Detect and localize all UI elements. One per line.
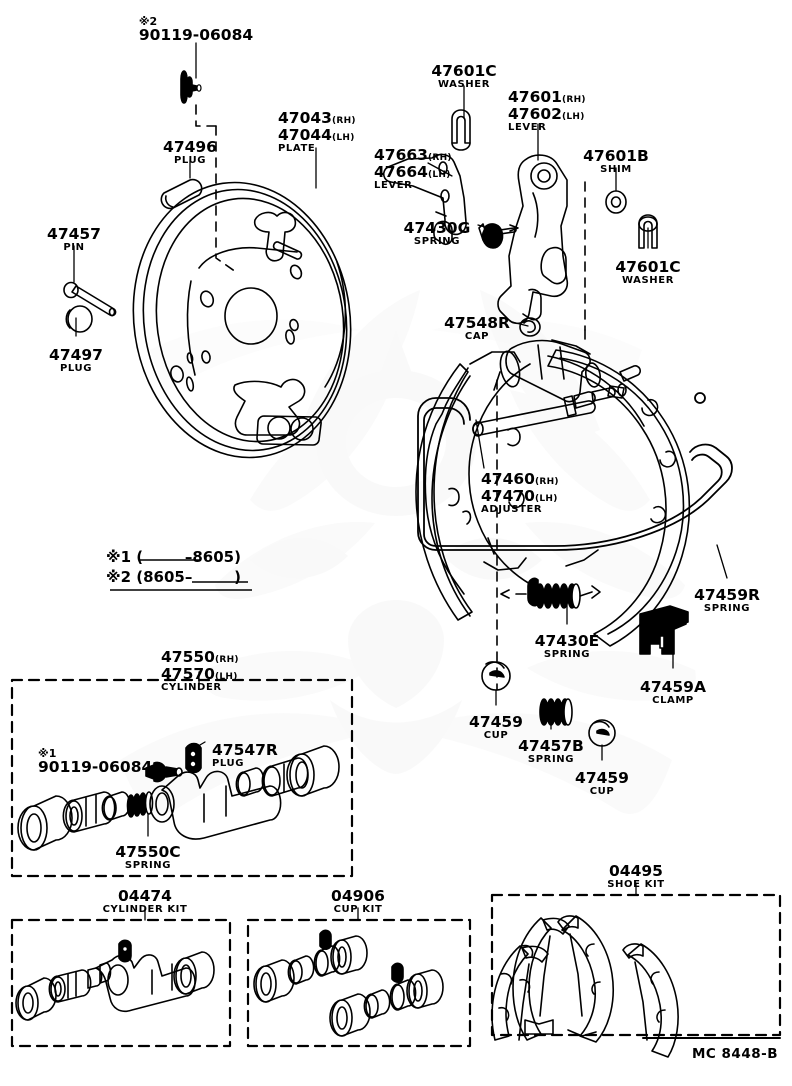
part-name: PLUG bbox=[212, 757, 245, 769]
part-number: 47457 bbox=[47, 225, 101, 243]
part-number: 47043 bbox=[278, 109, 332, 127]
part-number: 47550 bbox=[161, 648, 215, 666]
note-line-1: ※1 ( –8605) bbox=[106, 548, 241, 566]
part-label-47430E: 47430E SPRING bbox=[535, 633, 600, 660]
part-suffix-alt: (LH) bbox=[214, 671, 238, 682]
part-number-alt: 47470 bbox=[481, 486, 535, 505]
part-label-47601C-upper: 47601C WASHER bbox=[431, 63, 496, 90]
part-number: 47548R bbox=[444, 314, 510, 332]
part-name: CAP bbox=[464, 330, 490, 342]
part-label-90119-06084-box: ※1 90119-06084 bbox=[38, 748, 152, 776]
part-number: 47459R bbox=[694, 586, 760, 604]
part-label-47497: 47497 PLUG bbox=[49, 347, 103, 374]
kit-label-04474: 04474 CYLINDER KIT bbox=[103, 888, 188, 915]
part-suffix-alt: (LH) bbox=[427, 169, 451, 180]
part-name: SHIM bbox=[600, 163, 632, 175]
part-name: PLUG bbox=[173, 154, 207, 166]
part-number: 47663 bbox=[374, 146, 428, 164]
note-marker-2: ※2 bbox=[138, 15, 158, 28]
part-number: 47457B bbox=[518, 737, 584, 755]
part-number: 47459A bbox=[640, 678, 706, 696]
part-number-alt: 47570 bbox=[161, 664, 215, 683]
part-label-47043-47044: 47043(RH) 47044(LH) PLATE bbox=[278, 110, 356, 154]
part-suffix: (RH) bbox=[561, 95, 586, 105]
part-name: ADJUSTER bbox=[481, 503, 543, 515]
part-label-47459-cup-right: 47459 CUP bbox=[575, 770, 629, 797]
part-number-alt: 47044 bbox=[278, 125, 332, 144]
part-name: CYLINDER bbox=[161, 681, 222, 693]
part-suffix-alt: (LH) bbox=[331, 132, 355, 143]
part-name: LEVER bbox=[374, 179, 413, 191]
part-label-47430G: 47430G SPRING bbox=[404, 220, 471, 247]
part-number: 47459 bbox=[575, 769, 629, 787]
part-label-47459A: 47459A CLAMP bbox=[640, 679, 706, 706]
kit-name: CUP KIT bbox=[333, 903, 383, 915]
part-label-47601C-lower: 47601C WASHER bbox=[615, 259, 680, 286]
part-label-90119-06084-top: ※2 90119-06084 bbox=[139, 16, 253, 44]
part-number: 47460 bbox=[481, 470, 535, 488]
kit-name: CYLINDER KIT bbox=[102, 903, 188, 915]
diagram-id: MC 8448-B bbox=[692, 1046, 779, 1062]
part-name: SPRING bbox=[413, 235, 461, 247]
part-suffix: (RH) bbox=[534, 477, 559, 487]
part-label-47460-47470: 47460(RH) 47470(LH) ADJUSTER bbox=[481, 471, 559, 515]
part-name: LEVER bbox=[508, 121, 547, 133]
kit-number: 04495 bbox=[609, 862, 663, 880]
part-name: WASHER bbox=[621, 274, 675, 286]
part-number: 47601C bbox=[431, 62, 497, 80]
part-name: CUP bbox=[483, 729, 509, 741]
part-number: 47430E bbox=[534, 632, 600, 650]
part-name: PLUG bbox=[59, 362, 93, 374]
part-name: SPRING bbox=[124, 859, 172, 871]
part-number: 90119-06084 bbox=[38, 758, 153, 777]
kit-number: 04474 bbox=[118, 887, 172, 905]
part-name: CUP bbox=[589, 785, 615, 797]
kit-label-04906: 04906 CUP KIT bbox=[331, 888, 385, 915]
part-suffix: (RH) bbox=[214, 655, 239, 665]
part-label-47457B: 47457B SPRING bbox=[518, 738, 584, 765]
part-number: 47496 bbox=[163, 138, 217, 156]
part-number: 47497 bbox=[49, 346, 103, 364]
part-label-47601-47602: 47601(RH) 47602(LH) LEVER bbox=[508, 89, 586, 133]
part-number: 47547R bbox=[212, 741, 278, 759]
part-suffix-alt: (LH) bbox=[534, 493, 558, 504]
part-number: 47550C bbox=[115, 843, 181, 861]
part-name: SPRING bbox=[527, 753, 575, 765]
part-number-alt: 47602 bbox=[508, 104, 562, 123]
kit-label-04495: 04495 SHOE KIT bbox=[607, 863, 664, 890]
part-label-47550C: 47550C SPRING bbox=[115, 844, 180, 871]
note-marker-1: ※1 bbox=[38, 747, 57, 760]
part-name: PLATE bbox=[278, 142, 316, 154]
part-number: 47430G bbox=[403, 219, 471, 237]
part-name: SPRING bbox=[703, 602, 751, 614]
note-line-2: ※2 (8605– ) bbox=[106, 568, 241, 586]
part-name: PIN bbox=[63, 241, 85, 253]
part-number: 47601C bbox=[615, 258, 681, 276]
part-label-47459R: 47459R SPRING bbox=[694, 587, 760, 614]
part-name: CLAMP bbox=[652, 694, 694, 706]
part-label-47548R: 47548R CAP bbox=[444, 315, 510, 342]
part-label-47547R: 47547R PLUG bbox=[212, 742, 278, 769]
part-number: 47601 bbox=[508, 88, 562, 106]
part-suffix-alt: (LH) bbox=[561, 111, 585, 122]
kit-name: SHOE KIT bbox=[607, 878, 665, 890]
kit-number: 04906 bbox=[331, 887, 385, 905]
part-number: 90119-06084 bbox=[138, 26, 254, 45]
part-label-47550-47570: 47550(RH) 47570(LH) CYLINDER bbox=[161, 649, 239, 693]
part-label-47601B: 47601B SHIM bbox=[583, 148, 649, 175]
part-suffix: (RH) bbox=[331, 116, 356, 126]
part-label-47459-cup-left: 47459 CUP bbox=[469, 714, 523, 741]
part-suffix: (RH) bbox=[427, 153, 452, 163]
part-label-47496: 47496 PLUG bbox=[163, 139, 217, 166]
part-name: WASHER bbox=[437, 78, 491, 90]
part-number: 47601B bbox=[583, 147, 649, 165]
part-label-47457: 47457 PIN bbox=[47, 226, 101, 253]
part-number: 47459 bbox=[469, 713, 523, 731]
part-number-alt: 47664 bbox=[374, 162, 428, 181]
part-label-47663-47664: 47663(RH) 47664(LH) LEVER bbox=[374, 147, 452, 191]
part-name: SPRING bbox=[543, 648, 591, 660]
